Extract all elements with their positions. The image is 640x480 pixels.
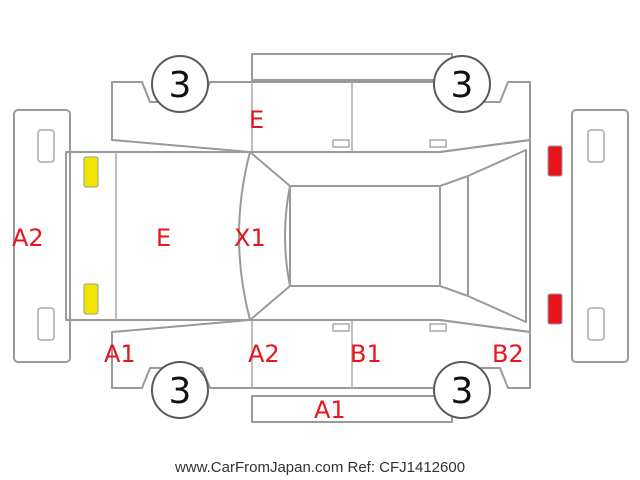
code-front-door: A2 xyxy=(248,340,280,368)
roof-panel xyxy=(284,185,441,287)
footer-reference: www.CarFromJapan.com Ref: CFJ1412600 xyxy=(174,459,465,476)
wheel-label: 3 xyxy=(451,65,474,106)
rear-window xyxy=(439,175,469,297)
code-hood: E xyxy=(156,224,171,252)
windshield xyxy=(238,151,291,321)
roof-top-strip xyxy=(251,53,453,81)
code-front-left-fender: A1 xyxy=(104,340,136,368)
wheel-label: 3 xyxy=(451,371,474,412)
wheel-front-bottom: 3 xyxy=(151,361,209,419)
right-taillight xyxy=(547,293,563,325)
code-rocker-panel: A1 xyxy=(314,396,346,424)
left-taillight xyxy=(547,145,563,177)
front-bumper xyxy=(13,109,71,363)
wheel-front-top: 3 xyxy=(151,55,209,113)
rear-bumper xyxy=(571,109,629,363)
wheel-rear-bottom: 3 xyxy=(433,361,491,419)
code-rear-door: B1 xyxy=(350,340,382,368)
wheel-rear-top: 3 xyxy=(433,55,491,113)
code-rear-quarter: B2 xyxy=(492,340,524,368)
top-view-body xyxy=(65,139,531,333)
left-headlight xyxy=(83,156,99,188)
code-roof-top: E xyxy=(249,106,264,134)
code-front-bumper: A2 xyxy=(12,224,44,252)
rocker-panel-strip xyxy=(251,395,453,423)
code-windshield: X1 xyxy=(234,224,266,252)
wheel-label: 3 xyxy=(169,371,192,412)
right-headlight xyxy=(83,283,99,315)
rear-glass xyxy=(467,149,527,323)
wheel-label: 3 xyxy=(169,65,192,106)
